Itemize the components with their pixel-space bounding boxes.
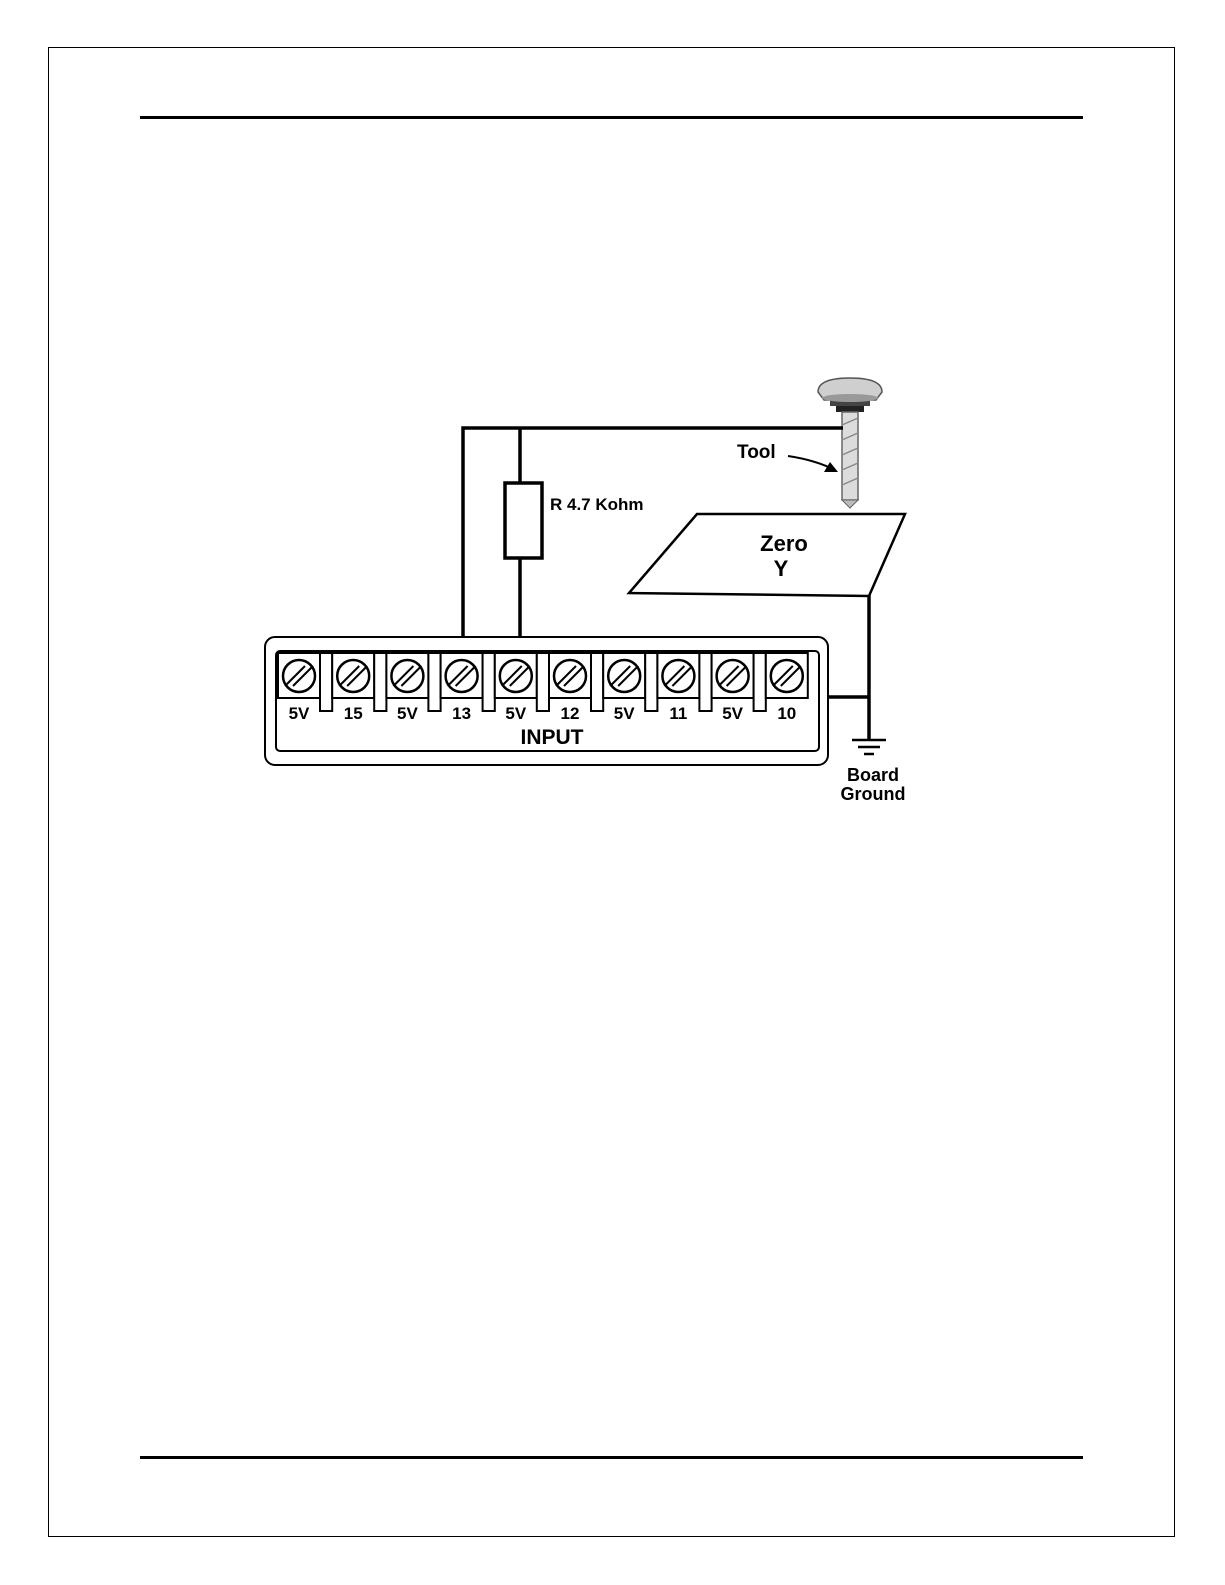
screw-icon: [554, 660, 586, 692]
terminal-separator: [374, 653, 386, 711]
terminal-separator: [537, 653, 549, 711]
terminal-separator: [645, 653, 657, 711]
terminal-separator: [754, 653, 766, 711]
screw-icon: [446, 660, 478, 692]
resistor: [505, 483, 542, 558]
terminal-separator: [320, 653, 332, 711]
terminal-block: 5V 15 5V 13 5V 12 5V 11 5V 10 INPUT: [265, 637, 828, 765]
terminal-label: 5V: [289, 704, 310, 723]
spindle-chuck-icon: [818, 378, 882, 412]
terminal-label: 12: [561, 704, 580, 723]
screw-icon: [391, 660, 423, 692]
terminal-separator: [591, 653, 603, 711]
terminal-separator: [428, 653, 440, 711]
terminal-label: 13: [452, 704, 471, 723]
ground-label-line2: Ground: [841, 784, 906, 804]
plate-label-line1: Zero: [760, 531, 808, 556]
screw-icon: [337, 660, 369, 692]
ground-icon: [852, 740, 886, 754]
terminal-label: 5V: [505, 704, 526, 723]
terminal-separator: [483, 653, 495, 711]
terminal-label: 5V: [614, 704, 635, 723]
screw-icon: [717, 660, 749, 692]
terminal-label: 5V: [397, 704, 418, 723]
tool-bit-icon: [842, 412, 858, 508]
plate-label-line2: Y: [774, 556, 789, 581]
tool-label: Tool: [737, 442, 776, 463]
tool-arrow: [788, 456, 838, 472]
resistor-label: R 4.7 Kohm: [550, 495, 644, 514]
terminal-label: 10: [777, 704, 796, 723]
screw-icon: [283, 660, 315, 692]
screw-icon: [608, 660, 640, 692]
terminal-label: 15: [344, 704, 363, 723]
terminal-label: 11: [669, 704, 687, 723]
ground-label-line1: Board: [847, 765, 899, 785]
terminal-label: 5V: [722, 704, 743, 723]
screw-icon: [662, 660, 694, 692]
block-label: INPUT: [521, 726, 584, 749]
screw-icon: [500, 660, 532, 692]
screw-icon: [771, 660, 803, 692]
terminal-separator: [699, 653, 711, 711]
